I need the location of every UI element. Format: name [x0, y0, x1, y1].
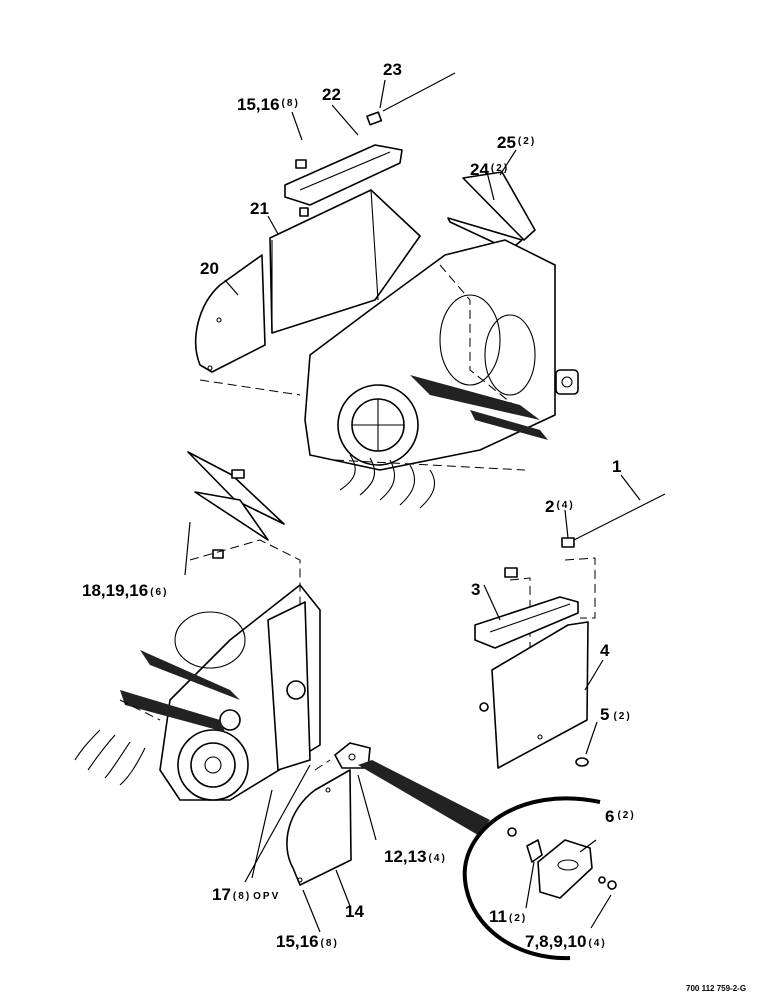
- lower-tines: [74, 729, 146, 786]
- part-14-shield: [286, 769, 352, 886]
- callout-4: 4: [600, 641, 610, 660]
- part-5-knob: [575, 757, 589, 767]
- callout-6: 6(2): [605, 807, 636, 826]
- part-3-cover: [474, 596, 579, 649]
- callout-11: 11(2): [489, 907, 527, 926]
- callout-12-13: 12,13(4): [384, 847, 447, 866]
- callout-18-19-16: 18,19,16(6): [82, 581, 168, 600]
- callout-24: 24(2): [470, 160, 509, 179]
- callout-17: 17(8)OPV: [212, 885, 280, 904]
- callout-20: 20: [200, 259, 219, 278]
- lower-housing: [119, 539, 321, 801]
- callout-3: 3: [471, 580, 480, 599]
- part-4-panel: [479, 621, 589, 769]
- callout-23: 23: [383, 60, 402, 79]
- callout-25: 25(2): [497, 133, 536, 152]
- part-6-bracket: [334, 742, 371, 769]
- callout-21: 21: [250, 199, 269, 218]
- upper-tines: [339, 454, 435, 509]
- part-23-rod: [382, 72, 456, 112]
- part-21-hood: [269, 189, 421, 334]
- part-23-clip: [366, 111, 383, 126]
- callout-7-8-9-10: 7,8,9,10(4): [525, 932, 607, 951]
- callout-5: 5(2): [600, 705, 632, 724]
- upper-housing: [199, 239, 579, 471]
- drawing-number: 700 112 759-2-G: [686, 984, 746, 993]
- part-20-side-shield: [194, 254, 266, 373]
- part-2-clip-b: [504, 567, 518, 578]
- callout-22: 22: [322, 85, 341, 104]
- part-18-shield: [187, 451, 285, 559]
- callout-15-16-bottom: 15,16(8): [276, 932, 339, 951]
- callout-14: 14: [345, 902, 364, 921]
- callout-1: 1: [612, 457, 621, 476]
- detail-circle: [462, 796, 617, 961]
- callout-2: 2(4): [545, 497, 575, 516]
- part-22-top-cover: [284, 144, 403, 217]
- part-25-shield: [462, 171, 536, 241]
- part-2-clip: [561, 537, 575, 548]
- leader-lines: [184, 79, 641, 933]
- part-1-rod: [571, 493, 666, 542]
- callout-15-16-top: 15,16(8): [237, 95, 300, 114]
- detail-pointer: [358, 760, 490, 835]
